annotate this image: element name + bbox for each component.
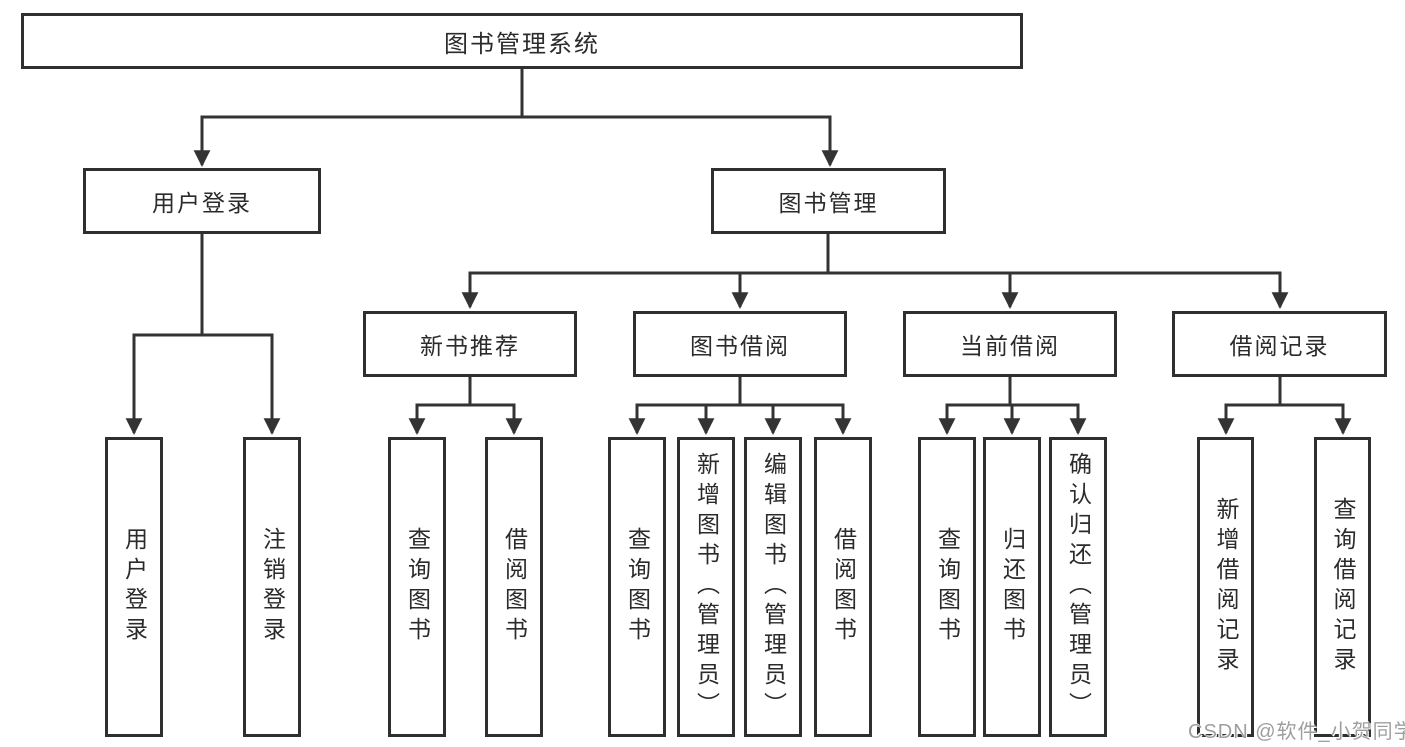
leaf-return-books: 归还图书 xyxy=(983,437,1041,737)
node-label: 用户登录 xyxy=(121,527,148,647)
node-label: 注销登录 xyxy=(259,527,286,647)
leaf-borrow-books: 借阅图书 xyxy=(814,437,872,737)
leaf-query-books-current: 查询图书 xyxy=(918,437,976,737)
node-label: 查询图书 xyxy=(624,527,651,647)
leaf-add-books-admin: 新增图书（管理员） xyxy=(677,437,735,737)
leaf-confirm-return-admin: 确认归还（管理员） xyxy=(1049,437,1107,737)
connector-user-login-to-leaves xyxy=(125,233,281,436)
leaf-query-borrow-record: 查询借阅记录 xyxy=(1314,437,1371,737)
node-label: 当前借阅 xyxy=(960,333,1060,359)
node-new-book-recommend: 新书推荐 xyxy=(363,311,577,377)
csdn-watermark: CSDN @软件_小贺同学 xyxy=(1188,721,1405,743)
leaf-logout: 注销登录 xyxy=(243,437,301,737)
leaf-query-books-borrow: 查询图书 xyxy=(608,437,666,737)
node-label: 归还图书 xyxy=(999,527,1026,647)
leaf-add-borrow-record: 新增借阅记录 xyxy=(1197,437,1254,737)
node-label: 确认归还（管理员） xyxy=(1065,452,1092,722)
node-label: 图书管理 xyxy=(778,190,879,216)
node-borrow-records: 借阅记录 xyxy=(1172,311,1387,377)
node-user-login: 用户登录 xyxy=(83,168,321,234)
node-label: 新增借阅记录 xyxy=(1213,497,1239,677)
node-label: 查询图书 xyxy=(404,527,431,647)
node-root-library-system: 图书管理系统 xyxy=(21,13,1023,69)
node-label: 查询借阅记录 xyxy=(1330,497,1356,677)
node-label: 新增图书（管理员） xyxy=(693,452,720,722)
node-label: 查询图书 xyxy=(934,527,961,647)
connector-book-mgmt-to-level3 xyxy=(461,234,1289,310)
node-label: 借阅图书 xyxy=(830,527,857,647)
node-label: 编辑图书（管理员） xyxy=(760,452,787,722)
connector-new-book-to-leaves xyxy=(408,377,523,436)
leaf-borrow-books-recommend: 借阅图书 xyxy=(485,437,543,737)
leaf-query-books-recommend: 查询图书 xyxy=(388,437,446,737)
node-label: 借阅记录 xyxy=(1229,333,1330,359)
node-book-management: 图书管理 xyxy=(711,168,946,234)
node-book-borrow: 图书借阅 xyxy=(633,311,847,377)
leaf-edit-books-admin: 编辑图书（管理员） xyxy=(744,437,802,737)
leaf-user-login: 用户登录 xyxy=(105,437,163,737)
connector-borrow-records-to-leaves xyxy=(1217,377,1352,436)
connector-book-borrow-to-leaves xyxy=(628,377,852,436)
node-label: 图书借阅 xyxy=(690,333,790,359)
node-current-borrow: 当前借阅 xyxy=(903,311,1117,377)
node-label: 用户登录 xyxy=(152,190,252,216)
connector-current-borrow-to-leaves xyxy=(938,377,1087,436)
node-label: 图书管理系统 xyxy=(444,30,600,58)
connector-root-to-level2 xyxy=(193,69,839,168)
node-label: 新书推荐 xyxy=(420,333,520,359)
node-label: 借阅图书 xyxy=(501,527,528,647)
